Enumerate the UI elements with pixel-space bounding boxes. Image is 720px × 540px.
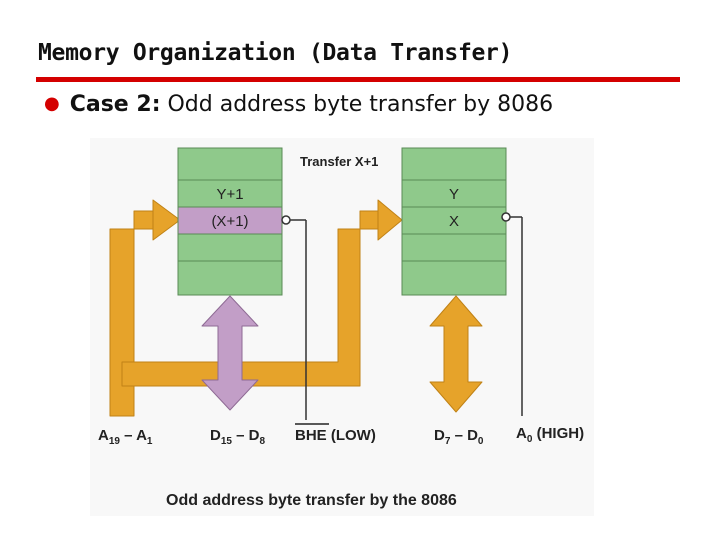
a0-label: A0 (HIGH) bbox=[516, 425, 584, 445]
bullet-dot-icon: ● bbox=[44, 93, 60, 114]
high-data-bus-label: D15 – D8 bbox=[210, 427, 265, 447]
high-data-bus-arrow bbox=[201, 295, 259, 411]
case-label: Case 2: bbox=[69, 92, 161, 117]
a0-line bbox=[501, 212, 523, 416]
slide-title: Memory Organization (Data Transfer) bbox=[38, 40, 513, 66]
bullet-case-2: ● Case 2: Odd address byte transfer by 80… bbox=[44, 92, 553, 117]
address-bus-arrow-branch bbox=[121, 199, 403, 387]
title-divider bbox=[36, 77, 680, 82]
low-data-bus-label: D7 – D0 bbox=[434, 427, 484, 447]
bhe-line bbox=[281, 215, 307, 420]
low-bank-cell-x: X bbox=[449, 213, 459, 230]
svg-text:BHE (LOW): BHE (LOW) bbox=[295, 427, 376, 444]
low-data-bus-arrow bbox=[429, 295, 483, 413]
address-bus-label: A19 – A1 bbox=[98, 427, 153, 447]
case-description: Odd address byte transfer by 8086 bbox=[160, 92, 554, 117]
bhe-label: BHE (LOW) bbox=[295, 423, 376, 444]
diagram-header: Transfer X+1 bbox=[300, 154, 378, 169]
diagram-caption: Odd address byte transfer by the 8086 bbox=[166, 492, 457, 509]
low-bank-cell-y: Y bbox=[449, 186, 459, 203]
high-memory-bank: Y+1 (X+1) bbox=[177, 147, 283, 296]
memory-transfer-diagram: Transfer X+1 Y+1 (X+1) Y X A19 bbox=[90, 138, 594, 516]
high-bank-cell-y-plus-1: Y+1 bbox=[216, 186, 243, 203]
high-bank-cell-x-plus-1: (X+1) bbox=[211, 213, 248, 230]
low-memory-bank: Y X bbox=[401, 147, 507, 296]
